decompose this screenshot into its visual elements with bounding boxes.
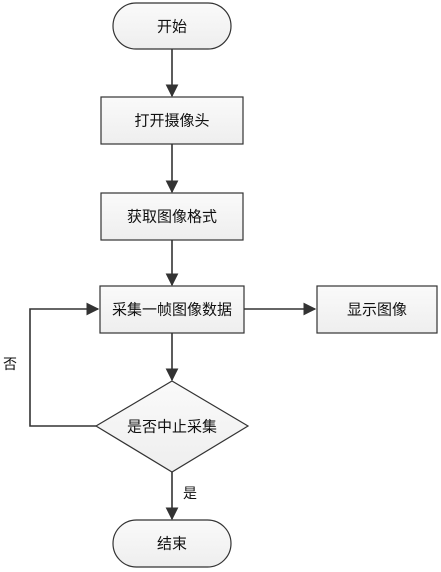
get-format-process <box>100 192 244 241</box>
capture-frame-process <box>99 285 245 334</box>
open-camera-label: 打开摄像头 <box>134 112 209 130</box>
get-format-label: 获取图像格式 <box>127 208 217 226</box>
show-image-process <box>316 285 438 334</box>
edge-label-no: 否 <box>3 357 17 373</box>
decision-label: 是否中止采集 <box>127 418 217 436</box>
start-label: 开始 <box>157 18 187 36</box>
abort-decision <box>94 380 250 473</box>
arrow-decision-loop-back <box>29 302 100 427</box>
open-camera-process <box>100 96 244 145</box>
end-label: 结束 <box>157 535 187 553</box>
show-image-label: 显示图像 <box>347 301 407 319</box>
capture-frame-label: 采集一帧图像数据 <box>112 301 232 319</box>
edge-label-yes: 是 <box>183 486 197 502</box>
start-terminator <box>112 2 232 50</box>
end-terminator <box>112 519 232 568</box>
